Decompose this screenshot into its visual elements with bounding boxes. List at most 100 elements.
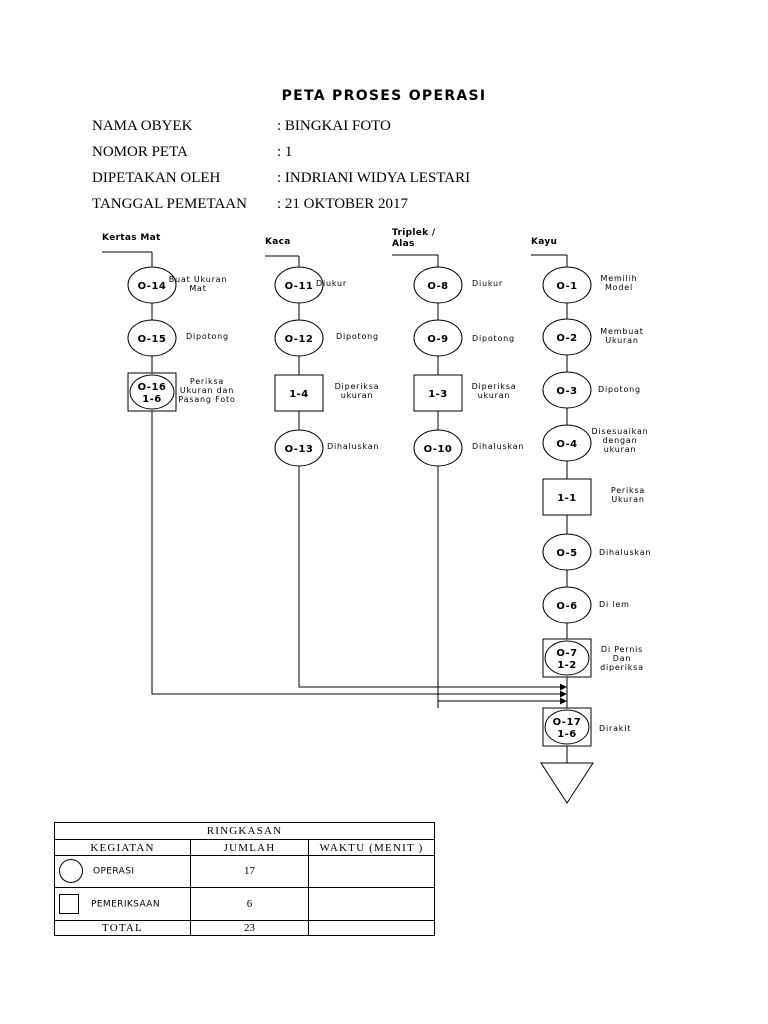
node-code: 1-2 xyxy=(557,660,577,671)
node-code: O-12 xyxy=(285,334,314,345)
operation-node: O-5 Dihaluskan xyxy=(542,533,651,571)
node-code: 1-6 xyxy=(557,729,577,740)
node-code: O-10 xyxy=(424,444,453,455)
operation-circle xyxy=(274,429,324,467)
node-description: ukuran xyxy=(341,391,374,400)
operation-circle xyxy=(413,429,463,467)
node-code: O-13 xyxy=(285,444,314,455)
node-description: Di lem xyxy=(599,600,630,609)
summary-row-operation: OPERASI 17 xyxy=(54,855,435,888)
node-code: 1-4 xyxy=(289,389,309,400)
summary-total-label: TOTAL xyxy=(54,919,191,937)
summary-total-time xyxy=(308,919,435,937)
node-code: O-9 xyxy=(427,334,448,345)
operation-node: O-6 Di lem xyxy=(542,586,630,624)
operation-node: O-12 Dipotong xyxy=(274,319,379,357)
node-code: O-15 xyxy=(138,334,167,345)
operation-circle xyxy=(129,374,175,410)
summary-row-total: TOTAL 23 xyxy=(54,919,435,937)
summary-header-time: WAKTU (MENIT ) xyxy=(308,839,435,857)
node-code: O-14 xyxy=(138,281,167,292)
column-title: Alas xyxy=(392,239,415,249)
node-description: Di Pernis xyxy=(601,645,643,654)
operation-circle xyxy=(127,319,177,357)
summary-row-time xyxy=(308,855,435,888)
field-value-mapped-by: : INDRIANI WIDYA LESTARI xyxy=(277,170,471,186)
node-description: Dihaluskan xyxy=(472,442,524,451)
inspection-square xyxy=(542,478,592,516)
inspection-symbol-icon xyxy=(59,893,79,914)
column-title: Kertas Mat xyxy=(102,233,161,243)
operation-circle xyxy=(542,424,592,462)
operation-node: O-3 Dipotong xyxy=(542,371,641,409)
node-description: Dihaluskan xyxy=(599,548,651,557)
operation-node: O-10 Dihaluskan xyxy=(413,429,524,467)
node-code: O-6 xyxy=(556,601,577,612)
column-title: Kayu xyxy=(531,237,557,247)
field-value-map-number: : 1 xyxy=(277,144,293,160)
operation-circle xyxy=(413,319,463,357)
node-code: O-3 xyxy=(556,386,577,397)
node-description: Dirakit xyxy=(599,724,631,733)
node-description: Memilih xyxy=(601,274,638,283)
operation-circle xyxy=(274,319,324,357)
node-description: Periksa xyxy=(190,377,224,386)
summary-header-activity: KEGIATAN xyxy=(54,839,191,857)
summary-row-time xyxy=(308,886,435,921)
field-label-mapped-by: DIPETAKAN OLEH xyxy=(92,170,221,186)
node-description: Ukuran xyxy=(611,495,644,504)
node-description: Dan xyxy=(613,654,632,663)
merge-line-kaca xyxy=(298,465,567,691)
node-code: O-1 xyxy=(556,281,577,292)
node-description: Periksa xyxy=(611,486,645,495)
page-title: PETA PROSES OPERASI xyxy=(281,88,487,104)
column-title: Triplek / xyxy=(392,228,436,238)
inspection-square xyxy=(274,374,324,412)
node-description: Membuat xyxy=(600,327,643,336)
inspection-square xyxy=(413,374,463,412)
node-code: 1-1 xyxy=(557,493,577,504)
field-label-mapping-date: TANGGAL PEMETAAN xyxy=(92,196,247,212)
node-description: Diukur xyxy=(316,279,347,288)
summary-table: RINGKASAN KEGIATAN JUMLAH WAKTU (MENIT )… xyxy=(54,821,435,937)
node-description: ukuran xyxy=(478,391,511,400)
summary-row-inspection: PEMERIKSAAN 6 xyxy=(54,886,435,921)
operation-circle xyxy=(542,586,592,624)
node-description: Dipotong xyxy=(186,332,229,341)
node-description: Disesuaikan xyxy=(591,427,648,436)
node-description: Diperiksa xyxy=(335,382,380,391)
node-description: Dihaluskan xyxy=(327,442,379,451)
operation-circle xyxy=(542,371,592,409)
operation-circle xyxy=(542,266,592,304)
operation-symbol-icon xyxy=(59,859,83,884)
summary-header-count: JUMLAH xyxy=(190,839,309,857)
node-code: O-5 xyxy=(556,548,577,559)
node-code: O-7 xyxy=(556,648,577,659)
node-description: Dipotong xyxy=(598,385,641,394)
storage-symbol xyxy=(540,762,594,804)
node-description: Dipotong xyxy=(336,332,379,341)
summary-row-label: OPERASI xyxy=(93,866,135,877)
node-description: Ukuran xyxy=(605,336,638,345)
field-value-object-name: : BINGKAI FOTO xyxy=(277,118,391,134)
node-code: O-16 xyxy=(138,382,167,393)
column-title: Kaca xyxy=(265,237,291,247)
node-description: Mat xyxy=(189,284,206,293)
operation-circle xyxy=(413,266,463,304)
node-description: dengan xyxy=(603,436,638,445)
